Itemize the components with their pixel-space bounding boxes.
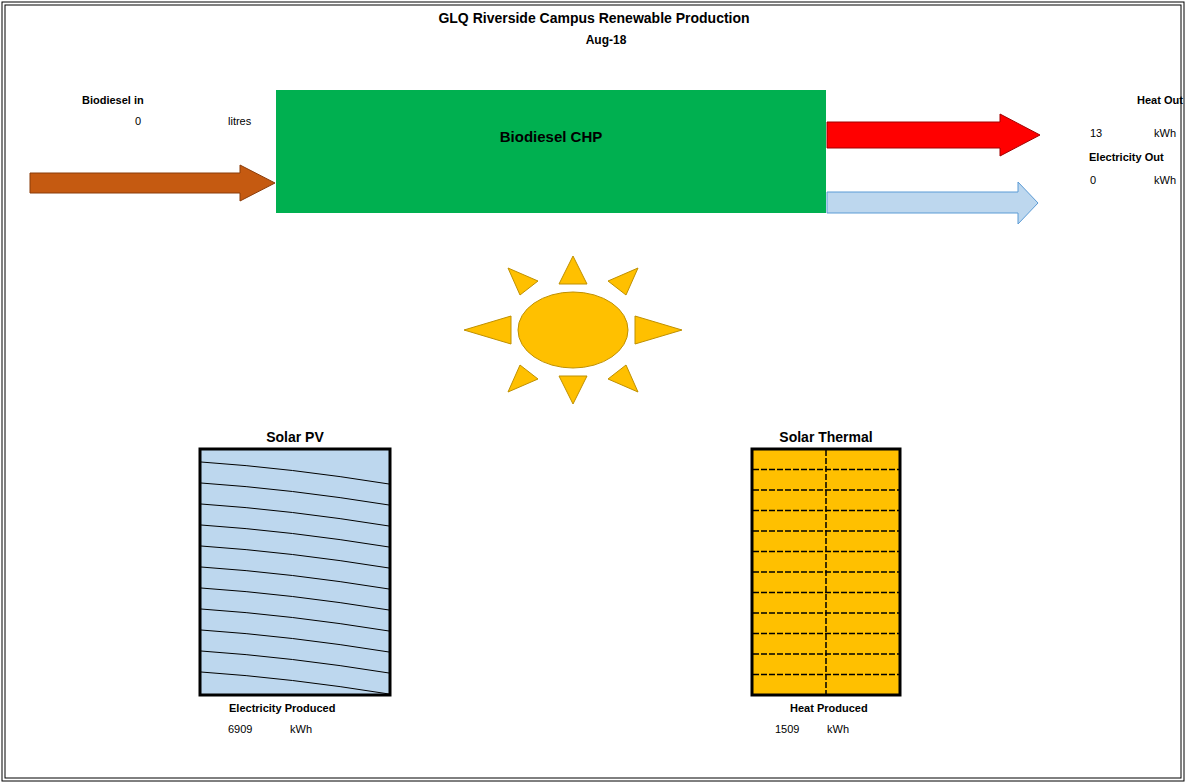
electricity-arrow [827, 182, 1038, 224]
thermal-tube-line [753, 469, 899, 471]
node-caption: Heat Produced [790, 702, 868, 715]
outer-border [5, 5, 1181, 778]
thermal-tube-line [753, 592, 899, 594]
node-value: 6909 [228, 723, 252, 736]
chp-box: Biodiesel CHP [276, 90, 826, 213]
output-label: Heat Out [1137, 94, 1183, 107]
thermal-tube-line [753, 674, 899, 676]
unit-label: kWh [827, 723, 849, 736]
pv-cell-line [201, 483, 389, 505]
input-label: Biodiesel in [82, 94, 144, 107]
input-value: 0 [135, 115, 141, 128]
pv-cell-line [201, 672, 389, 694]
pv-cell-line [201, 525, 389, 547]
solar-thermal-panel [752, 449, 900, 695]
unit-label: kWh [1154, 127, 1176, 140]
node-value: 1509 [775, 723, 799, 736]
thermal-tube-line [753, 510, 899, 512]
pv-cell-line [201, 651, 389, 673]
output-value: 13 [1090, 127, 1102, 140]
pv-cell-line [201, 588, 389, 610]
heat-arrow [827, 114, 1040, 156]
node-heading: Solar Thermal [779, 429, 872, 446]
sun-symbol [464, 256, 682, 404]
unit-label: kWh [1154, 174, 1176, 187]
pv-cell-line [201, 504, 389, 526]
thermal-tube-line [753, 551, 899, 553]
thermal-tube-line [753, 530, 899, 532]
output-value: 0 [1090, 174, 1096, 187]
pv-cell-line [201, 462, 389, 484]
unit-label: kWh [290, 723, 312, 736]
pv-cell-line [201, 546, 389, 568]
thermal-tube-line [753, 571, 899, 573]
solar-thermal-group: Solar ThermalHeat Produced 1509 kWh [716, 424, 936, 744]
pv-cell-line [201, 567, 389, 589]
diagram-title: GLQ Riverside Campus Renewable Productio… [438, 10, 749, 27]
thermal-tube-line [753, 633, 899, 635]
thermal-tube-line [753, 612, 899, 614]
unit-label: litres [228, 115, 251, 128]
thermal-tube-line [753, 653, 899, 655]
solar-pv-panel [200, 449, 390, 695]
node-heading: Solar PV [266, 429, 324, 446]
biodiesel-arrow [30, 165, 275, 201]
pv-cell-line [201, 609, 389, 631]
output-label: Electricity Out [1089, 151, 1164, 164]
date-label: Aug-18 [586, 33, 627, 47]
node-caption: Electricity Produced [229, 702, 335, 715]
thermal-tube-line [753, 489, 899, 491]
node-title: Biodiesel CHP [500, 128, 603, 146]
pv-cell-line [201, 630, 389, 652]
solar-pv-group: Solar PV Electricity Produced 6909 kWh [180, 424, 410, 744]
